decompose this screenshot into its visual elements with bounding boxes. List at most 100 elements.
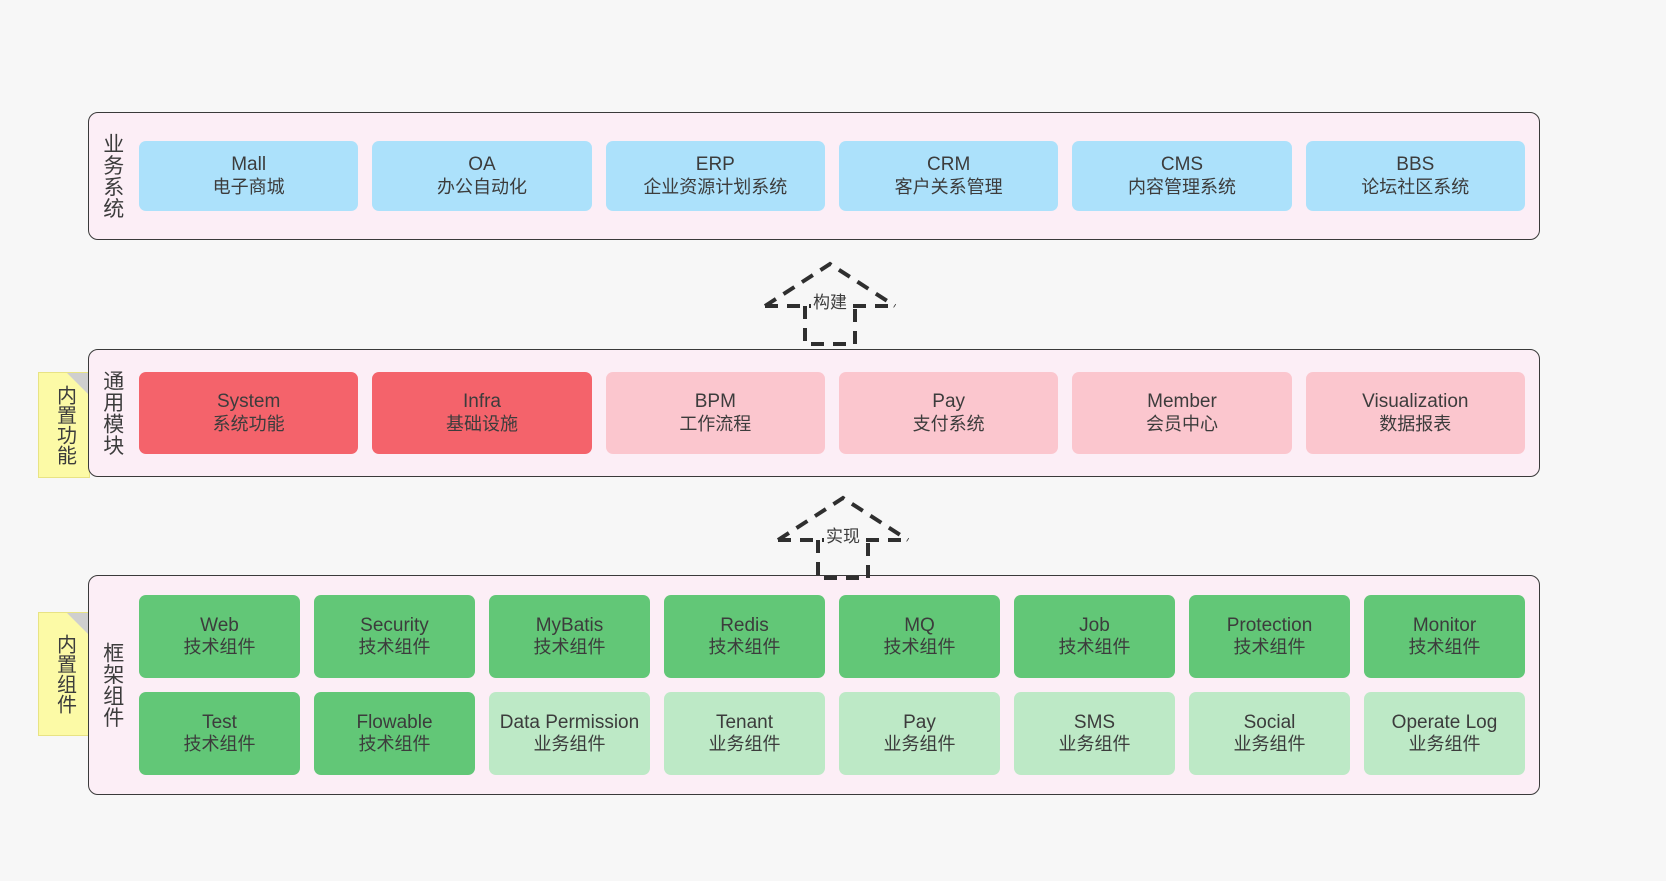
node-subtitle: 会员中心 bbox=[1145, 413, 1218, 434]
node-subtitle: 业务组件 bbox=[1058, 734, 1131, 755]
node-redis[interactable]: Redis 技术组件 bbox=[664, 595, 825, 678]
node-subtitle: 工作流程 bbox=[679, 413, 752, 434]
layer-row: System 系统功能 Infra 基础设施 BPM 工作流程 Pay 支付系统… bbox=[139, 372, 1525, 454]
node-title: Protection bbox=[1226, 614, 1313, 636]
node-flowable[interactable]: Flowable 技术组件 bbox=[314, 692, 475, 775]
node-subtitle: 业务组件 bbox=[883, 734, 956, 755]
node-subtitle: 支付系统 bbox=[912, 413, 985, 434]
layer-row: Test 技术组件 Flowable 技术组件 Data Permission … bbox=[139, 692, 1525, 775]
layer-title-framework: 框架组件 bbox=[100, 642, 124, 728]
node-title: ERP bbox=[695, 154, 735, 176]
node-sms[interactable]: SMS 业务组件 bbox=[1014, 692, 1175, 775]
node-title: Tenant bbox=[715, 711, 774, 733]
note-fold-icon bbox=[67, 613, 89, 635]
node-title: Infra bbox=[462, 391, 501, 413]
node-subtitle: 基础设施 bbox=[445, 413, 518, 434]
node-subtitle: 电子商城 bbox=[212, 176, 285, 197]
layer-body-framework: Web 技术组件 Security 技术组件 MyBatis 技术组件 Redi… bbox=[135, 576, 1539, 794]
node-operate-log[interactable]: Operate Log 业务组件 bbox=[1364, 692, 1525, 775]
note-label: 内置功能 bbox=[53, 385, 76, 465]
node-subtitle: 办公自动化 bbox=[436, 176, 527, 197]
node-web[interactable]: Web 技术组件 bbox=[139, 595, 300, 678]
node-title: Member bbox=[1147, 391, 1217, 413]
node-bbs[interactable]: BBS 论坛社区系统 bbox=[1305, 141, 1525, 211]
node-subtitle: 技术组件 bbox=[358, 734, 431, 755]
node-social[interactable]: Social 业务组件 bbox=[1189, 692, 1350, 775]
node-protection[interactable]: Protection 技术组件 bbox=[1189, 595, 1350, 678]
node-subtitle: 技术组件 bbox=[358, 637, 431, 658]
node-subtitle: 技术组件 bbox=[533, 637, 606, 658]
node-title: BPM bbox=[694, 391, 736, 413]
layer-title-modules: 通用模块 bbox=[100, 370, 124, 456]
node-title: Job bbox=[1079, 614, 1110, 636]
generalization-triangle-icon bbox=[776, 495, 910, 542]
node-title: Web bbox=[200, 614, 239, 636]
node-subtitle: 技术组件 bbox=[183, 734, 256, 755]
node-member[interactable]: Member 会员中心 bbox=[1072, 372, 1292, 454]
node-cms[interactable]: CMS 内容管理系统 bbox=[1072, 141, 1292, 211]
layer-business-systems: 业务系统 Mall 电子商城 OA 办公自动化 ERP 企业资源计划系统 CRM… bbox=[88, 112, 1540, 240]
layer-body-modules: System 系统功能 Infra 基础设施 BPM 工作流程 Pay 支付系统… bbox=[135, 350, 1539, 476]
node-title: SMS bbox=[1073, 711, 1116, 733]
node-title: Redis bbox=[720, 614, 769, 636]
node-title: Test bbox=[202, 711, 237, 733]
node-title: Pay bbox=[903, 711, 936, 733]
node-tenant[interactable]: Tenant 业务组件 bbox=[664, 692, 825, 775]
layer-body-business: Mall 电子商城 OA 办公自动化 ERP 企业资源计划系统 CRM 客户关系… bbox=[135, 113, 1539, 239]
node-subtitle: 系统功能 bbox=[212, 413, 285, 434]
node-data-permission[interactable]: Data Permission 业务组件 bbox=[489, 692, 650, 775]
node-title: Social bbox=[1243, 711, 1296, 733]
node-subtitle: 技术组件 bbox=[1233, 637, 1306, 658]
node-title: Monitor bbox=[1412, 614, 1477, 636]
node-title: CMS bbox=[1160, 154, 1204, 176]
node-infra[interactable]: Infra 基础设施 bbox=[372, 372, 592, 454]
node-crm[interactable]: CRM 客户关系管理 bbox=[838, 141, 1059, 211]
node-subtitle: 技术组件 bbox=[883, 637, 956, 658]
node-title: Operate Log bbox=[1391, 711, 1498, 733]
node-title: Data Permission bbox=[499, 711, 640, 733]
node-mybatis[interactable]: MyBatis 技术组件 bbox=[489, 595, 650, 678]
node-subtitle: 业务组件 bbox=[1408, 734, 1481, 755]
node-subtitle: 技术组件 bbox=[1408, 637, 1481, 658]
node-mq[interactable]: MQ 技术组件 bbox=[839, 595, 1000, 678]
note-builtin-features: 内置功能 bbox=[38, 372, 90, 478]
node-subtitle: 技术组件 bbox=[1058, 637, 1131, 658]
node-bpm[interactable]: BPM 工作流程 bbox=[605, 372, 825, 454]
connector-label-implement: 实现 bbox=[824, 522, 862, 547]
layer-row: Mall 电子商城 OA 办公自动化 ERP 企业资源计划系统 CRM 客户关系… bbox=[139, 141, 1525, 211]
layer-title-business: 业务系统 bbox=[100, 133, 124, 219]
node-subtitle: 业务组件 bbox=[708, 734, 781, 755]
node-subtitle: 技术组件 bbox=[183, 637, 256, 658]
note-label: 内置组件 bbox=[53, 634, 76, 714]
node-title: MQ bbox=[904, 614, 935, 636]
node-oa[interactable]: OA 办公自动化 bbox=[372, 141, 592, 211]
node-mall[interactable]: Mall 电子商城 bbox=[139, 141, 359, 211]
node-subtitle: 客户关系管理 bbox=[894, 176, 1003, 197]
node-pay[interactable]: Pay 支付系统 bbox=[838, 372, 1059, 454]
node-title: CRM bbox=[927, 154, 971, 176]
node-test[interactable]: Test 技术组件 bbox=[139, 692, 300, 775]
node-title: Security bbox=[360, 614, 429, 636]
node-erp[interactable]: ERP 企业资源计划系统 bbox=[605, 141, 825, 211]
connector-label-build: 构建 bbox=[811, 288, 849, 313]
node-subtitle: 企业资源计划系统 bbox=[643, 176, 788, 197]
node-title: MyBatis bbox=[535, 614, 604, 636]
node-system[interactable]: System 系统功能 bbox=[139, 372, 359, 454]
node-title: Visualization bbox=[1362, 391, 1469, 413]
note-fold-icon bbox=[67, 373, 89, 395]
layer-common-modules: 通用模块 System 系统功能 Infra 基础设施 BPM 工作流程 Pay… bbox=[88, 349, 1540, 477]
generalization-triangle-icon bbox=[763, 261, 897, 308]
node-subtitle: 技术组件 bbox=[708, 637, 781, 658]
node-pay-business[interactable]: Pay 业务组件 bbox=[839, 692, 1000, 775]
node-job[interactable]: Job 技术组件 bbox=[1014, 595, 1175, 678]
node-subtitle: 业务组件 bbox=[1233, 734, 1306, 755]
node-title: System bbox=[216, 391, 281, 413]
node-subtitle: 论坛社区系统 bbox=[1361, 176, 1470, 197]
node-title: OA bbox=[468, 154, 496, 176]
note-builtin-components: 内置组件 bbox=[38, 612, 90, 736]
node-monitor[interactable]: Monitor 技术组件 bbox=[1364, 595, 1525, 678]
node-security[interactable]: Security 技术组件 bbox=[314, 595, 475, 678]
connector-implement: 实现 bbox=[768, 492, 918, 580]
node-visualization[interactable]: Visualization 数据报表 bbox=[1305, 372, 1525, 454]
